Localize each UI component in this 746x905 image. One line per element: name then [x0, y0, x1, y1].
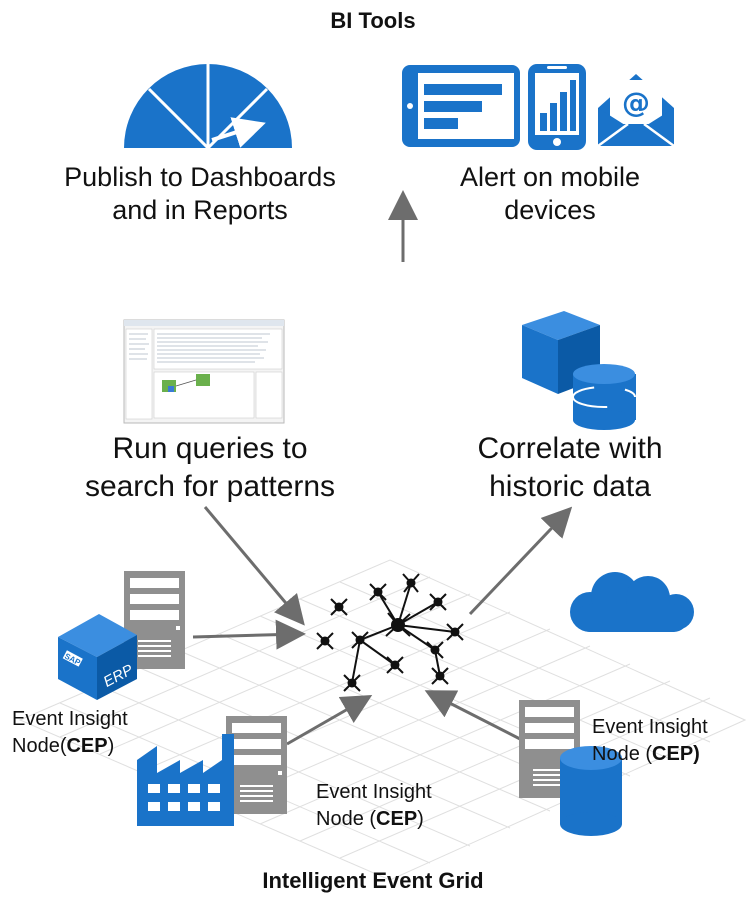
email-icon: @ [597, 74, 675, 148]
right-node-line1: Event Insight [592, 716, 708, 738]
arrow-right-node-to-grid [424, 690, 523, 742]
queries-caption: Run queries to search for patterns [60, 430, 360, 506]
middle-node-prefix: Node ( [316, 808, 377, 830]
phone-icon [528, 64, 586, 150]
network-node [426, 641, 444, 659]
queries-caption-line2: search for patterns [84, 470, 336, 503]
event-grid-title: Intelligent Event Grid [262, 868, 484, 893]
network-node [402, 573, 420, 593]
network-node [431, 667, 449, 685]
arrow-queries-to-grid [203, 506, 305, 626]
right-node-prefix: Node ( [592, 743, 653, 765]
screenshot-thumbnail [123, 319, 285, 424]
alert-caption: Alert on mobile devices [400, 161, 700, 227]
right-node-label: Event Insight Node (CEP) [592, 714, 744, 768]
erp-cube-icon: SAP ERP [58, 614, 137, 700]
network-node [429, 593, 447, 611]
publish-caption: Publish to Dashboards and in Reports [30, 161, 370, 227]
network-node [369, 583, 387, 601]
network-node [446, 623, 464, 641]
alert-caption-line2: devices [504, 195, 596, 225]
publish-caption-line2: and in Reports [112, 195, 288, 225]
arrow-left-node-to-grid [192, 619, 306, 650]
tablet-icon [402, 65, 520, 147]
factory-icon [137, 734, 234, 826]
network-node-hub [385, 612, 411, 637]
database-icon [560, 746, 622, 836]
correlate-caption-line1: Correlate with [477, 432, 663, 465]
network-node [330, 598, 348, 616]
network-node [316, 632, 334, 650]
publish-caption-line1: Publish to Dashboards [64, 162, 336, 192]
right-node-cep: CEP) [652, 743, 700, 765]
correlate-caption-line2: historic data [489, 470, 651, 503]
correlate-caption: Correlate with historic data [420, 430, 720, 506]
event-network-icon [316, 573, 464, 692]
gauge-icon [124, 64, 292, 150]
right-node-line2: Node (CEP) [592, 741, 744, 768]
alert-caption-line1: Alert on mobile [459, 162, 641, 192]
left-node-line2: Node(CEP) [12, 733, 202, 760]
arrow-middle-node-to-grid [286, 695, 373, 746]
svg-text:@: @ [622, 86, 650, 119]
queries-caption-line1: Run queries to [112, 432, 308, 465]
arrow-grid-to-correlate [468, 506, 573, 616]
middle-node-line1: Event Insight [316, 781, 432, 803]
cloud-icon [570, 572, 694, 632]
left-node-cep: CEP [66, 735, 108, 757]
left-node-suffix: ) [107, 735, 115, 757]
left-node-label: Event Insight Node(CEP) [12, 706, 202, 760]
database-cube-icon [522, 311, 636, 430]
middle-node-suffix: ) [417, 808, 424, 830]
left-node-line1: Event Insight [12, 708, 128, 730]
server-icon [226, 716, 287, 814]
left-node-prefix: Node( [12, 735, 67, 757]
middle-node-line2: Node (CEP) [316, 806, 496, 833]
middle-node-label: Event Insight Node (CEP) [316, 779, 496, 833]
middle-node-cep: CEP [376, 808, 418, 830]
network-node [351, 631, 369, 649]
network-node [386, 656, 404, 674]
network-node [343, 674, 361, 692]
bi-tools-title: BI Tools [330, 8, 416, 33]
